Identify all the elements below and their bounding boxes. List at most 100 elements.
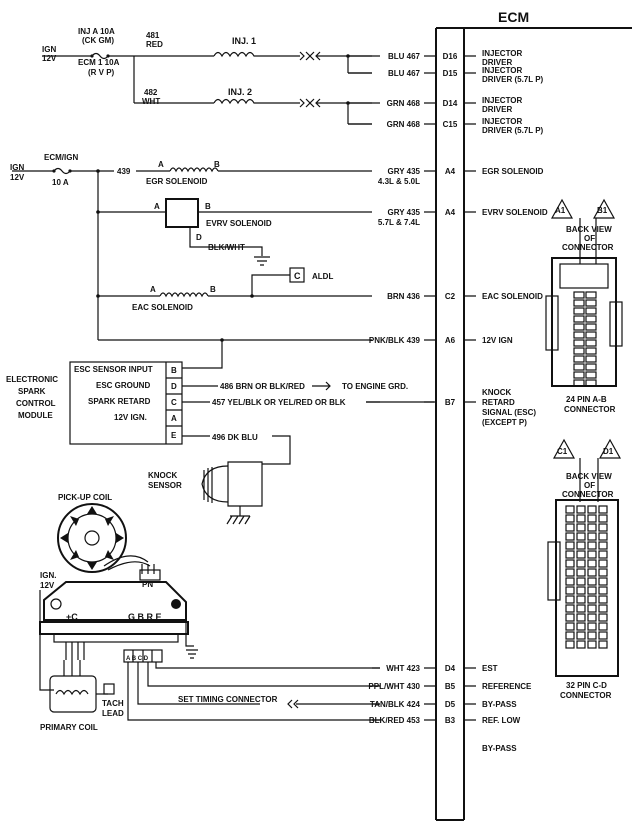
pn-terminal-label: PN [142, 580, 153, 589]
connector-pin-cavity [585, 363, 597, 371]
esc-module: ELECTRONIC SPARK CONTROL MODULE ESC SENS… [6, 361, 434, 525]
connector-pin-cavity [587, 550, 597, 559]
connector-pin-cavity [598, 550, 608, 559]
connector-pin-cavity [587, 514, 597, 523]
esc-title-line3: CONTROL [16, 399, 56, 408]
cd-connector-name-1: 32 PIN C-D [566, 681, 607, 690]
ecm-title: ECM [498, 9, 529, 25]
ign-voltage-top: 12V [42, 54, 57, 63]
connector-pin-cavity [573, 355, 585, 363]
ecm-pin-function: EST [482, 664, 498, 673]
connector-pin-cavity [576, 532, 586, 541]
pin-label-a1: A1 [555, 206, 566, 215]
esc-title-line4: MODULE [18, 411, 53, 420]
connector-pin-cavity [565, 595, 575, 604]
ecm-pin-function: REF. LOW [482, 716, 521, 725]
connector-pin-cavity [576, 577, 586, 586]
pin-label-b1: B1 [597, 206, 608, 215]
connector-pin-cavity [573, 291, 585, 299]
connector-pin-cavity [585, 323, 597, 331]
gbre-terminal-label: G B R E [128, 612, 162, 622]
evrv-ground-wire: BLK/WHT [208, 243, 245, 252]
connector-pin-cavity [585, 371, 597, 379]
plus-c-terminal-label: +C [66, 612, 78, 622]
connector-pin-cavity [565, 586, 575, 595]
ab-back-view: BACK VIEW [566, 225, 612, 234]
connector-pin-cavity [565, 640, 575, 649]
injector-circuit: IGN 12V INJ A 10A (CK GM) ECM 1 10A (R V… [42, 27, 380, 124]
tach-lead-label-1: TACH [102, 699, 124, 708]
ecm-pin-number: B3 [445, 716, 456, 725]
ecm-pin-number: D16 [443, 52, 458, 61]
connector-pin-cavity [565, 514, 575, 523]
connector-pin-cavity [585, 355, 597, 363]
connector-pin-cavity [576, 640, 586, 649]
esc-title-line1: ELECTRONIC [6, 375, 58, 384]
connector-pin-cavity [573, 363, 585, 371]
connector-pin-cavity [587, 640, 597, 649]
wire-label: GRN 468 [387, 99, 421, 108]
connector-pin-cavity [587, 568, 597, 577]
pin-label-c1: C1 [557, 447, 568, 456]
esc-pin-ground-label: ESC GROUND [96, 381, 150, 390]
connector-pin-cavity [587, 604, 597, 613]
connector-pin-cavity [587, 523, 597, 532]
connector-pin-cavity [565, 505, 575, 514]
knock-sensor-label-2: SENSOR [148, 481, 182, 490]
ign-label-top: IGN [42, 45, 56, 54]
connector-pin-cavity [585, 331, 597, 339]
connector-pin-cavity [587, 595, 597, 604]
connector-pin-cavity [573, 339, 585, 347]
egr-terminal-a: A [158, 160, 164, 169]
circuit-439: 439 [117, 167, 131, 176]
ecm-pin-number: B5 [445, 682, 456, 691]
ecm-pin-number: C2 [445, 292, 456, 301]
connector-pin-cavity [565, 613, 575, 622]
ecm-pin-function: 12V IGN [482, 336, 513, 345]
esc-pin-c: C [171, 398, 177, 407]
connector-pin-cavity [565, 559, 575, 568]
cd-back-of: OF [584, 481, 595, 490]
eac-terminal-b: B [210, 285, 216, 294]
eac-solenoid-label: EAC SOLENOID [132, 303, 193, 312]
wire-label: BLK/RED 453 [369, 716, 421, 725]
ecm-pin-row: BY-PASS [482, 744, 517, 753]
ecm-pin-function: SIGNAL (ESC) [482, 408, 536, 417]
connector-pin-cavity [598, 577, 608, 586]
wire-label: GRN 468 [387, 120, 421, 129]
connector-pin-cavity [576, 631, 586, 640]
inj2-wire-num: 482 [144, 88, 158, 97]
esc-ground-wire: 486 BRN OR BLK/RED [220, 382, 305, 391]
ign-label-mid: IGN [10, 163, 24, 172]
aldl-terminal-c: C [294, 271, 301, 281]
wire-label: BLU 467 [388, 69, 421, 78]
eac-terminal-a: A [150, 285, 156, 294]
connector-pin-cavity [576, 550, 586, 559]
inj2-label: INJ. 2 [228, 87, 252, 97]
connector-cd-drawing: C1 D1 BACK VIEW OF CONNECTOR 32 PIN C-D … [547, 438, 622, 700]
ecm-pin-function: INJECTOR [482, 117, 523, 126]
inj1-label: INJ. 1 [232, 36, 256, 46]
ecm-pin-function: RETARD [482, 398, 515, 407]
ign-label-bottom: IGN. [40, 571, 56, 580]
primary-coil-label: PRIMARY COIL [40, 723, 98, 732]
connector-pin-cavity [573, 307, 585, 315]
egr-solenoid-label: EGR SOLENOID [146, 177, 208, 186]
ecm-pin-function: INJECTOR [482, 66, 523, 75]
connector-pin-cavity [598, 541, 608, 550]
connector-pin-cavity [576, 568, 586, 577]
cd-back-connector: CONNECTOR [562, 490, 614, 499]
knock-sensor-label-1: KNOCK [148, 471, 178, 480]
connector-pin-cavity [576, 622, 586, 631]
connector-pin-cavity [598, 568, 608, 577]
ecm-pin-function: DRIVER [482, 105, 512, 114]
solenoid-circuit: IGN 12V ECM/IGN 10 A 439 A B EGR SOLENOI… [10, 153, 350, 369]
